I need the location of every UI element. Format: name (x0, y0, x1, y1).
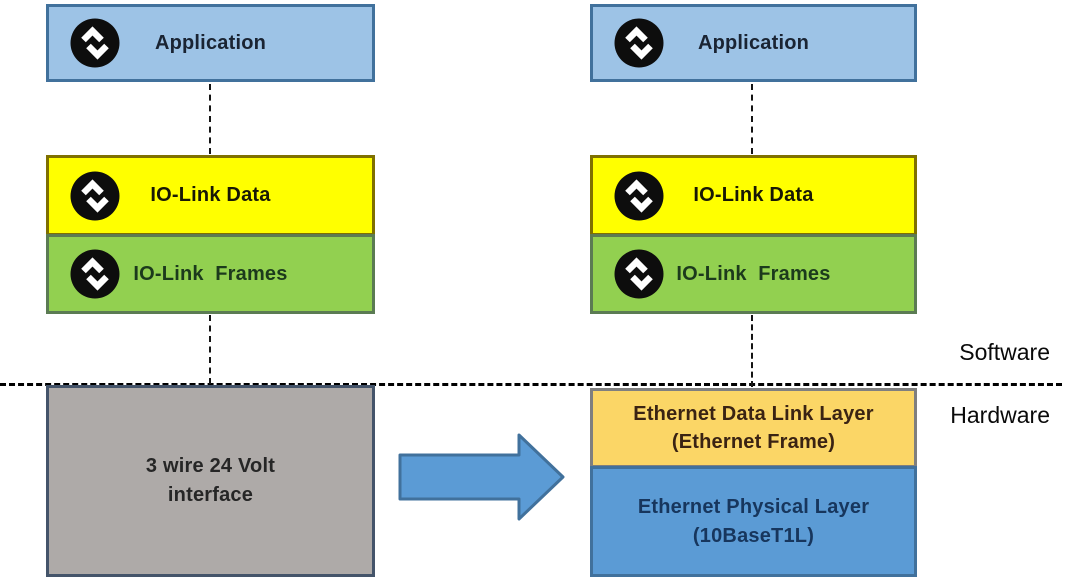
io-link-exchange-icon (614, 171, 664, 221)
software-label: Software (959, 339, 1050, 365)
ethernet-physical-layer-box: Ethernet Physical Layer (10BaseT1L) (590, 466, 917, 577)
hardware-box-line1: 3 wire 24 Volt (145, 455, 276, 477)
left-app-to-data-connector (209, 84, 211, 154)
right-app-to-data-connector (751, 84, 753, 154)
io-link-exchange-icon (70, 249, 120, 299)
ethernet-physical-line1: Ethernet Physical Layer (637, 495, 870, 518)
application-label: Application (154, 31, 267, 54)
io-link-data-label: IO-Link Data (150, 184, 271, 206)
right-arrow-icon (398, 433, 565, 521)
right-frames-to-hardware-connector (751, 315, 753, 387)
left-application-box: Application (46, 4, 375, 82)
ethernet-data-link-layer-box: Ethernet Data Link Layer (Ethernet Frame… (590, 388, 917, 468)
io-link-exchange-icon (614, 18, 664, 68)
three-wire-interface-box: 3 wire 24 Volt interface (46, 385, 375, 577)
hardware-label: Hardware (950, 402, 1050, 428)
ethernet-data-link-line2: (Ethernet Frame) (671, 431, 836, 453)
ethernet-physical-line2: (10BaseT1L) (692, 524, 815, 547)
application-label: Application (697, 31, 810, 54)
io-link-exchange-icon (70, 171, 120, 221)
software-hardware-divider-line (0, 383, 1062, 386)
left-io-link-frames-box: IO-Link Frames (46, 234, 375, 314)
hardware-box-line2: interface (167, 484, 254, 506)
io-link-exchange-icon (70, 18, 120, 68)
io-link-exchange-icon (614, 249, 664, 299)
right-io-link-frames-box: IO-Link Frames (590, 234, 917, 314)
io-link-data-label: IO-Link Data (693, 184, 814, 206)
io-link-frames-label: IO-Link Frames (133, 262, 288, 285)
right-application-box: Application (590, 4, 917, 82)
ethernet-data-link-line1: Ethernet Data Link Layer (633, 403, 874, 425)
io-link-frames-label: IO-Link Frames (676, 262, 831, 285)
right-io-link-data-box: IO-Link Data (590, 155, 917, 236)
left-io-link-data-box: IO-Link Data (46, 155, 375, 236)
left-frames-to-hardware-connector (209, 315, 211, 384)
